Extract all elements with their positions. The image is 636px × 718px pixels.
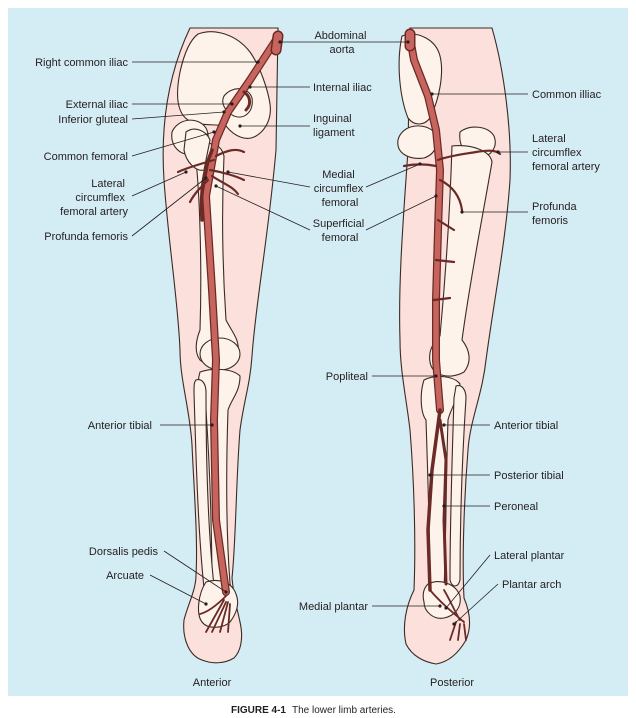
label-plantar-arch: Plantar arch bbox=[502, 579, 561, 591]
label-medial-circumflex: Medial circumflex femoral bbox=[314, 169, 367, 209]
leader-lines bbox=[131, 40, 528, 626]
label-superficial-femoral: Superficial femoral bbox=[313, 218, 367, 244]
label-internal-iliac: Internal iliac bbox=[313, 82, 372, 94]
labels: Right common iliac External iliac Inferi… bbox=[35, 30, 601, 689]
posterior-femur bbox=[429, 145, 493, 377]
posterior-arteries bbox=[402, 28, 502, 641]
anterior-leg bbox=[162, 27, 284, 664]
label-anterior-tibial-right: Anterior tibial bbox=[494, 420, 558, 432]
label-common-illiac: Common illiac bbox=[532, 89, 602, 101]
anterior-internal-iliac-artery bbox=[242, 90, 252, 112]
posterior-heel-bones bbox=[422, 581, 461, 619]
anterior-arteries bbox=[176, 30, 284, 633]
posterior-tibial-artery bbox=[426, 408, 442, 592]
posterior-ilium bbox=[397, 125, 438, 159]
label-lateral-circumflex-left: Lateral circumflex femoral artery bbox=[60, 178, 128, 218]
posterior-leg bbox=[397, 27, 511, 665]
label-common-femoral: Common femoral bbox=[44, 151, 128, 163]
label-peroneal: Peroneal bbox=[494, 501, 538, 513]
label-posterior-tibial: Posterior tibial bbox=[494, 470, 564, 482]
posterior-aorta-fill bbox=[407, 35, 443, 413]
posterior-peroneal-artery bbox=[438, 418, 448, 586]
label-anterior-tibial-left: Anterior tibial bbox=[88, 420, 152, 432]
anterior-aorta-top-fill bbox=[272, 32, 282, 54]
label-abdominal-aorta: Abdominal aorta bbox=[314, 30, 369, 56]
label-profunda-femoris-right: Profunda femoris bbox=[532, 201, 580, 227]
figure-caption: FIGURE 4-1 The lower limb arteries. bbox=[231, 705, 396, 716]
anterior-toe-arteries bbox=[199, 595, 231, 633]
label-dorsalis-pedis: Dorsalis pedis bbox=[89, 546, 159, 558]
label-medial-plantar: Medial plantar bbox=[299, 601, 368, 613]
label-external-iliac: External iliac bbox=[66, 99, 129, 111]
view-label-anterior: Anterior bbox=[193, 677, 232, 689]
caption-number: FIGURE 4-1 bbox=[231, 705, 286, 716]
view-label-posterior: Posterior bbox=[430, 677, 474, 689]
label-arcuate: Arcuate bbox=[106, 570, 144, 582]
label-right-common-iliac: Right common iliac bbox=[35, 57, 128, 69]
posterior-fibula bbox=[449, 385, 467, 587]
label-lateral-circumflex-right: Lateral circumflex femoral artery bbox=[532, 133, 600, 173]
label-lateral-plantar: Lateral plantar bbox=[494, 550, 565, 562]
label-popliteal: Popliteal bbox=[326, 371, 368, 383]
label-inferior-gluteal: Inferior gluteal bbox=[58, 114, 128, 126]
anterior-branches bbox=[176, 148, 246, 204]
anterior-profunda-artery bbox=[199, 148, 214, 222]
anterior-aorta-fill bbox=[203, 37, 279, 595]
figure-panel bbox=[8, 8, 628, 696]
anterior-patella bbox=[199, 337, 241, 371]
caption-text: The lower limb arteries. bbox=[292, 705, 396, 716]
label-inguinal-ligament: Inguinal ligament bbox=[313, 113, 355, 139]
label-profunda-femoris-left: Profunda femoris bbox=[44, 231, 128, 243]
